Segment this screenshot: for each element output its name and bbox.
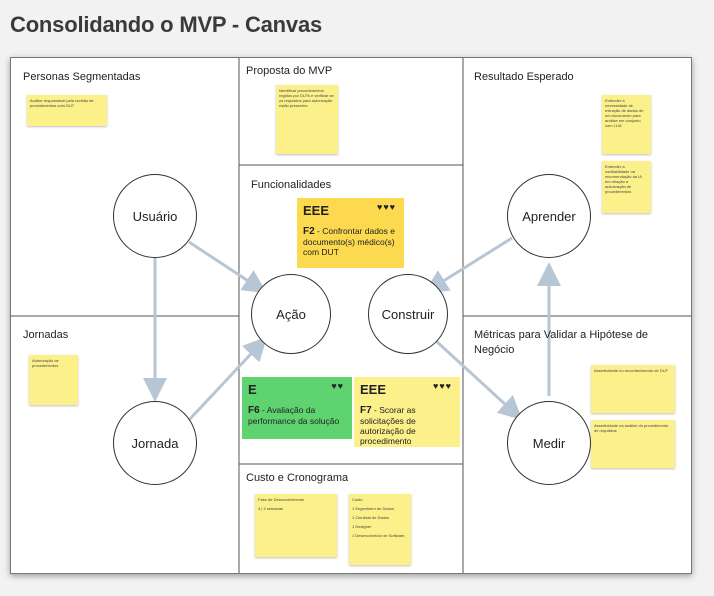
custo-item: 1 Desenvolvedor de Software <box>352 533 405 538</box>
effort-tag: E <box>248 382 257 397</box>
resultado-label: Resultado Esperado <box>474 71 574 83</box>
personas-label: Personas Segmentadas <box>23 71 141 83</box>
flow-arrows <box>143 236 561 422</box>
heart-icon: ♥♥ <box>331 381 344 391</box>
effort-tag: EEE <box>303 203 330 218</box>
custo-item: 1 Designer <box>352 524 372 529</box>
custo-note-custo: Custo 1 Engenheiro de Dados 1 Cientista … <box>349 494 411 565</box>
node-jornada: Jornada <box>113 401 197 485</box>
custo-item: 1 Cientista de Dados <box>352 515 390 520</box>
metricas-note-1: Assertividade no reconhecimento de DUT <box>591 365 675 413</box>
mvp-canvas-board: Personas Segmentadas Proposta do MVP Res… <box>10 57 692 574</box>
node-aprender: Aprender <box>507 174 591 258</box>
feature-card-f7: EEE ♥♥♥ F7 - Scorar as solicitações de a… <box>354 377 460 447</box>
node-medir: Medir <box>507 401 591 485</box>
node-acao: Ação <box>251 274 331 354</box>
effort-tag: EEE <box>360 382 387 397</box>
custo-fase-item: 4 | 2 semanas <box>258 506 284 511</box>
jornadas-note: Autorização de procedimentos <box>29 355 78 405</box>
proposta-note: Identificar procedimentos regidos por DU… <box>276 85 338 154</box>
feature-code: F6 <box>248 405 260 416</box>
metricas-note-2: Assertividade na análise do procedimento… <box>591 420 675 468</box>
feature-text: - Confrontar dados e documento(s) médico… <box>303 226 395 257</box>
custo-fase-title: Fase de Desenvolvimento <box>258 497 305 502</box>
feature-text: - Scorar as solicitações de autorização … <box>360 405 416 446</box>
node-construir: Construir <box>368 274 448 354</box>
custo-item: 1 Engenheiro de Dados <box>352 506 395 511</box>
resultado-note-2: Entender a confiabilidade na recomendaçã… <box>602 161 651 213</box>
node-usuario: Usuário <box>113 174 197 258</box>
custo-title: Custo <box>352 497 363 502</box>
canvas-grid <box>11 58 691 573</box>
jornadas-label: Jornadas <box>23 329 69 341</box>
feature-code: F2 <box>303 226 315 237</box>
proposta-label: Proposta do MVP <box>246 65 333 77</box>
funcionalidades-label: Funcionalidades <box>251 179 332 191</box>
page-title: Consolidando o MVP - Canvas <box>10 12 323 37</box>
feature-code: F7 <box>360 405 372 416</box>
feature-text: - Avaliação da performance da solução <box>248 405 340 426</box>
metricas-label: Métricas para Validar a Hipótese de Negó… <box>474 329 649 356</box>
custo-note-fase: Fase de Desenvolvimento 4 | 2 semanas <box>255 494 337 557</box>
heart-icon: ♥♥♥ <box>376 202 396 212</box>
heart-icon: ♥♥♥ <box>432 381 452 391</box>
resultado-note-1: Entender a necessidade de extração de da… <box>602 95 651 154</box>
feature-card-f2: EEE ♥♥♥ F2 - Confrontar dados e document… <box>297 198 404 268</box>
custo-label: Custo e Cronograma <box>246 472 349 484</box>
feature-card-f6: E ♥♥ F6 - Avaliação da performance da so… <box>242 377 352 439</box>
personas-note: Auditor responsável pela revisão de proc… <box>27 95 107 126</box>
